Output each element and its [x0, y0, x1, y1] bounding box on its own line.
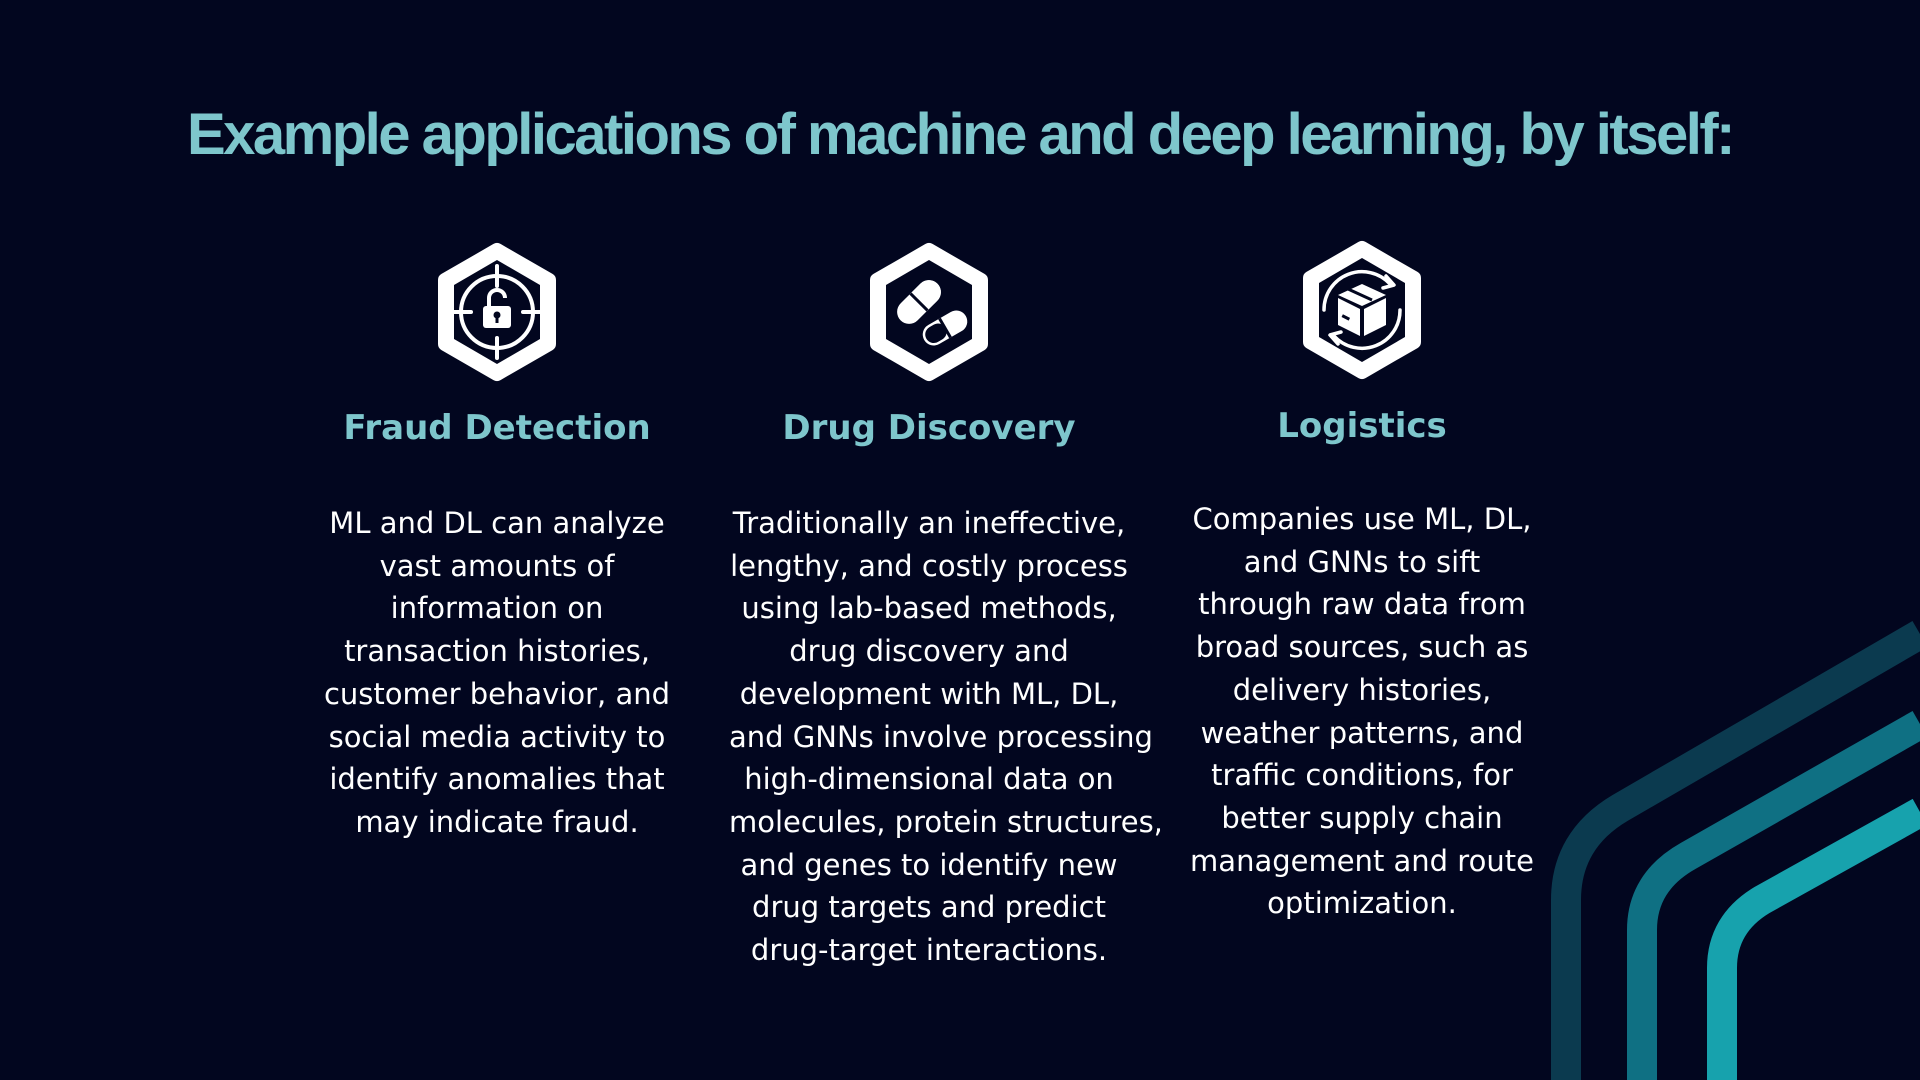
body-line: ML and DL can analyze	[329, 506, 665, 540]
body-line: transaction histories,	[344, 634, 650, 669]
body-line: drug targets and predict	[752, 890, 1106, 925]
body-line: lengthy, and costly process	[730, 548, 1128, 583]
body-line: information on	[390, 591, 604, 626]
card-body: ML and DL can analyze vast amounts of in…	[297, 502, 697, 844]
body-line: drug discovery and	[789, 634, 1069, 669]
card-heading: Logistics	[1277, 406, 1447, 446]
body-line: using lab-based methods,	[741, 591, 1117, 626]
body-line: molecules, protein structures,	[729, 804, 1163, 839]
body-line: customer behavior, and	[323, 676, 671, 711]
body-line: weather patterns, and	[1200, 715, 1524, 750]
body-line: management and route	[1190, 843, 1534, 878]
body-line: better supply chain	[1221, 800, 1503, 835]
card-heading: Fraud Detection	[343, 408, 651, 448]
body-line: and GNNs involve processing	[729, 719, 1153, 754]
body-line: high-dimensional data on	[744, 762, 1114, 797]
body-line: development with ML, DL,	[739, 676, 1119, 711]
body-line: social media activity to	[328, 719, 666, 754]
body-line: Companies use ML, DL,	[1192, 502, 1532, 536]
body-line: through raw data from	[1198, 587, 1526, 622]
body-line: and GNNs to sift	[1243, 544, 1481, 579]
body-line: traffic conditions, for	[1211, 758, 1513, 793]
body-line: delivery histories,	[1232, 672, 1492, 707]
stripe-mid	[1627, 710, 1920, 1080]
decorative-stripes	[1551, 621, 1920, 1080]
body-line: optimization.	[1267, 886, 1457, 921]
slide-title: Example applications of machine and deep…	[186, 102, 1736, 167]
body-line: vast amounts of	[379, 548, 615, 583]
body-line: drug-target interactions.	[750, 933, 1108, 968]
card-heading: Drug Discovery	[782, 408, 1076, 448]
capsule-pills-icon	[857, 240, 1001, 384]
stripe-dark	[1551, 621, 1920, 1080]
card-body: Companies use ML, DL, and GNNs to sift t…	[1162, 498, 1562, 925]
stripe-light	[1707, 798, 1920, 1080]
body-line: Traditionally an ineffective,	[732, 506, 1126, 540]
card-body: Traditionally an ineffective, lengthy, a…	[729, 502, 1163, 972]
body-line: broad sources, such as	[1195, 630, 1529, 665]
body-line: identify anomalies that	[329, 762, 665, 797]
body-line: may indicate fraud.	[355, 804, 639, 839]
body-line: and genes to identify new	[740, 847, 1118, 882]
lock-target-icon	[425, 240, 569, 384]
package-cycle-icon	[1290, 238, 1434, 382]
